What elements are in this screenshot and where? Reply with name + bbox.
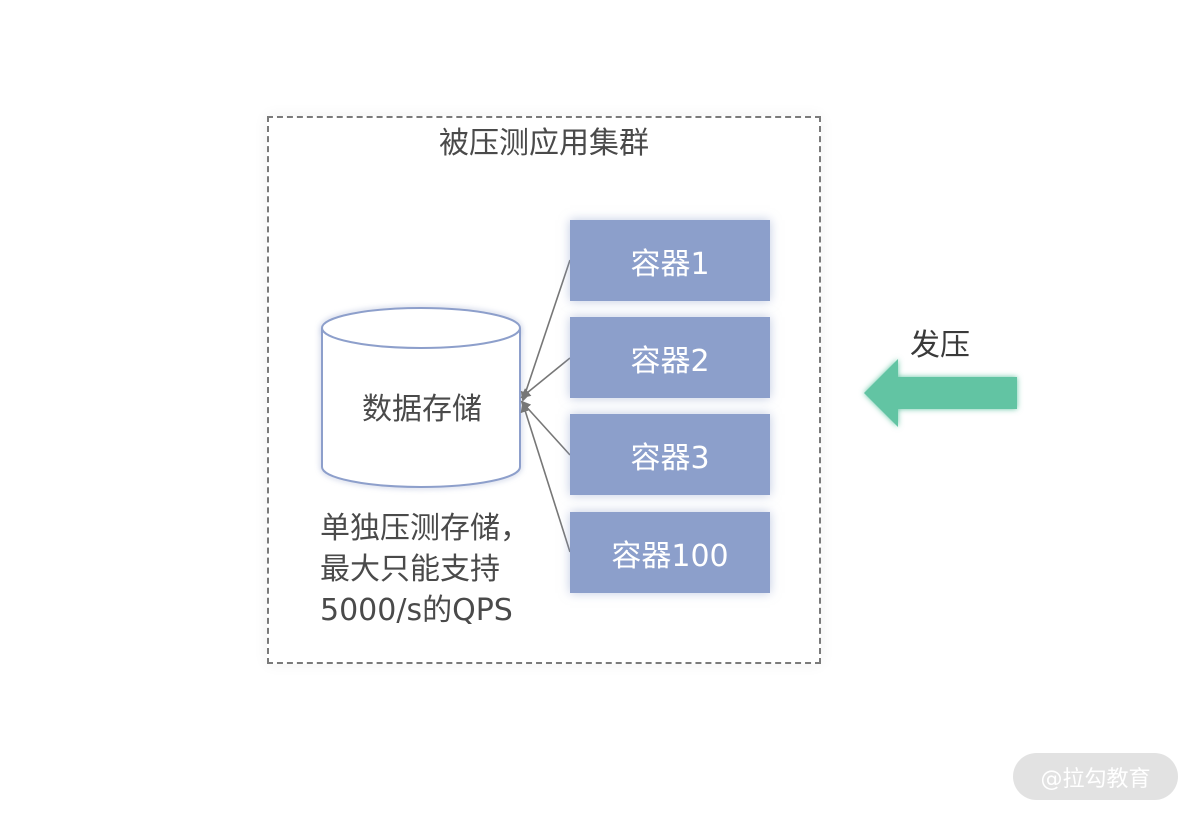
container-3-label: 容器3 [630, 440, 710, 476]
cluster-title: 被压测应用集群 [439, 126, 649, 161]
container-100: 容器100 [570, 512, 770, 593]
container-1-label: 容器1 [630, 246, 710, 282]
storage-cylinder [321, 307, 521, 488]
pressure-label: 发压 [910, 328, 970, 363]
container-2-label: 容器2 [630, 343, 710, 379]
connector-line-3 [520, 400, 571, 456]
storage-label: 数据存储 [362, 392, 482, 427]
watermark: @拉勾教育 [1013, 753, 1178, 800]
storage-note-line-1: 单独压测存储， [320, 511, 530, 546]
connector-line-2 [520, 357, 571, 399]
pressure-arrow [864, 359, 1017, 427]
storage-note: 单独压测存储， 最大只能支持 5000/s的QPS [320, 508, 530, 631]
container-100-label: 容器100 [611, 538, 729, 574]
container-3: 容器3 [570, 414, 770, 495]
storage-note-line-2: 最大只能支持 [320, 552, 500, 587]
connector-line-1 [520, 259, 571, 402]
storage-note-line-3: 5000/s的QPS [320, 593, 513, 628]
container-1: 容器1 [570, 220, 770, 301]
connector-line-4 [520, 402, 571, 553]
container-2: 容器2 [570, 317, 770, 398]
connector-lines [520, 259, 571, 553]
